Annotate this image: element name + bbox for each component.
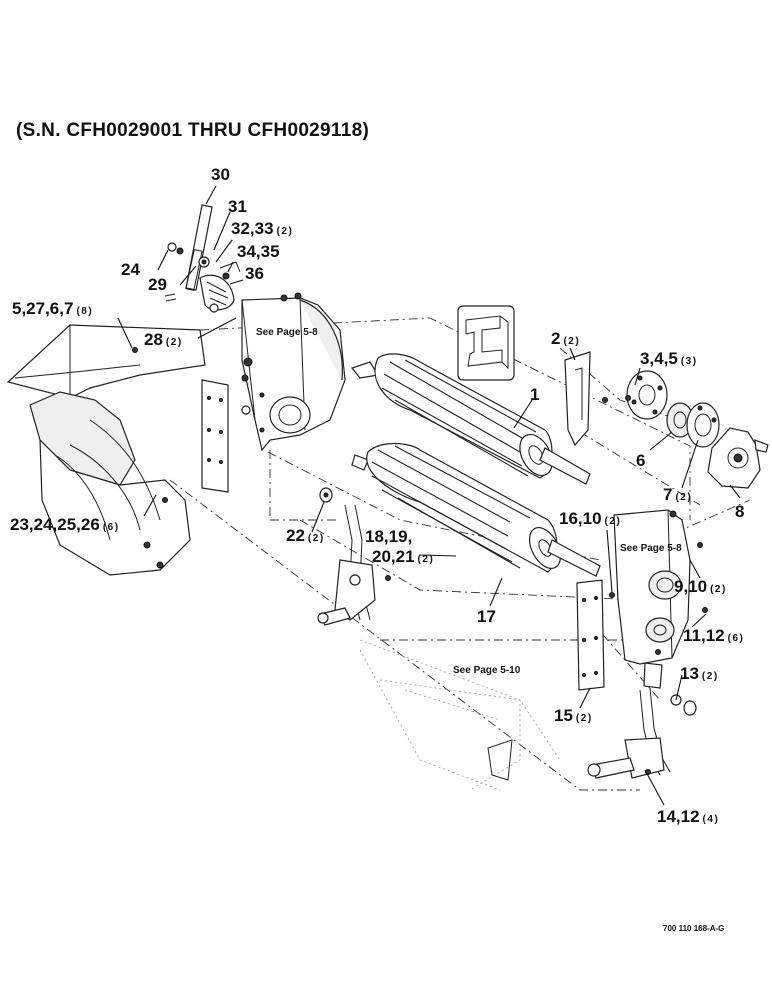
callout-17: 17: [477, 607, 496, 626]
callout-13: 13(2): [680, 664, 719, 683]
callout-29: 29: [148, 275, 167, 294]
callout-5-27-6-7: 5,27,6,7(8): [12, 299, 93, 318]
callout-30: 30: [211, 165, 230, 184]
bearing-flange-set: [625, 370, 769, 489]
callout-11-12: 11,12(6): [683, 626, 744, 645]
callout-8: 8: [735, 502, 744, 521]
callout-2: 2(2): [551, 329, 580, 348]
page-ref-right: See Page 5-8: [620, 543, 682, 554]
left-side-frame: [6, 324, 206, 576]
callout-23-24-25-26: 23,24,25,26(6): [10, 515, 120, 534]
callout-16-10: 16,10(2): [559, 509, 621, 528]
callout-7: 7(2): [663, 485, 692, 504]
upper-right-bracket: [564, 351, 608, 447]
callout-36: 36: [245, 264, 264, 283]
callout-leader-lines: [117, 185, 741, 806]
drawing-code: 700 110 168-A-G: [663, 924, 724, 933]
upper-feed-roll: [350, 353, 591, 485]
right-chain-tensioner: [587, 662, 697, 779]
right-wear-plate: [576, 579, 605, 691]
callout-15: 15(2): [554, 706, 593, 725]
page-ref-upper-left: See Page 5-8: [256, 327, 318, 338]
callout-6: 6: [636, 451, 645, 470]
callout-22: 22(2): [286, 526, 325, 545]
callout-28: 28(2): [144, 330, 183, 349]
callout-1: 1: [530, 385, 539, 404]
callout-18-19: 18,19,: [365, 527, 412, 546]
callout-24: 24: [121, 260, 140, 279]
control-lever-assembly: [164, 204, 241, 313]
callout-34-35: 34,35: [237, 242, 280, 261]
callout-3-4-5: 3,4,5(3): [640, 349, 698, 368]
lower-feed-roll: [351, 442, 601, 577]
left-chain-tensioner: [317, 487, 391, 626]
callout-31: 31: [228, 197, 247, 216]
lower-frame-outline: [359, 639, 521, 791]
callout-14-12: 14,12(4): [657, 807, 719, 826]
right-drive-housing: [609, 509, 708, 665]
page-ref-lower: See Page 5-10: [453, 665, 521, 676]
serial-range-title: (S.N. CFH0029001 THRU CFH0029118): [16, 120, 370, 141]
callout-20-21: 20,21(2): [372, 547, 434, 566]
callout-32-33: 32,33(2): [231, 219, 293, 238]
left-drive-housing: [241, 292, 346, 452]
callout-9-10: 9,10(2): [674, 577, 727, 596]
channel-detail-inset: [457, 305, 515, 381]
left-wear-plate: [201, 379, 229, 493]
